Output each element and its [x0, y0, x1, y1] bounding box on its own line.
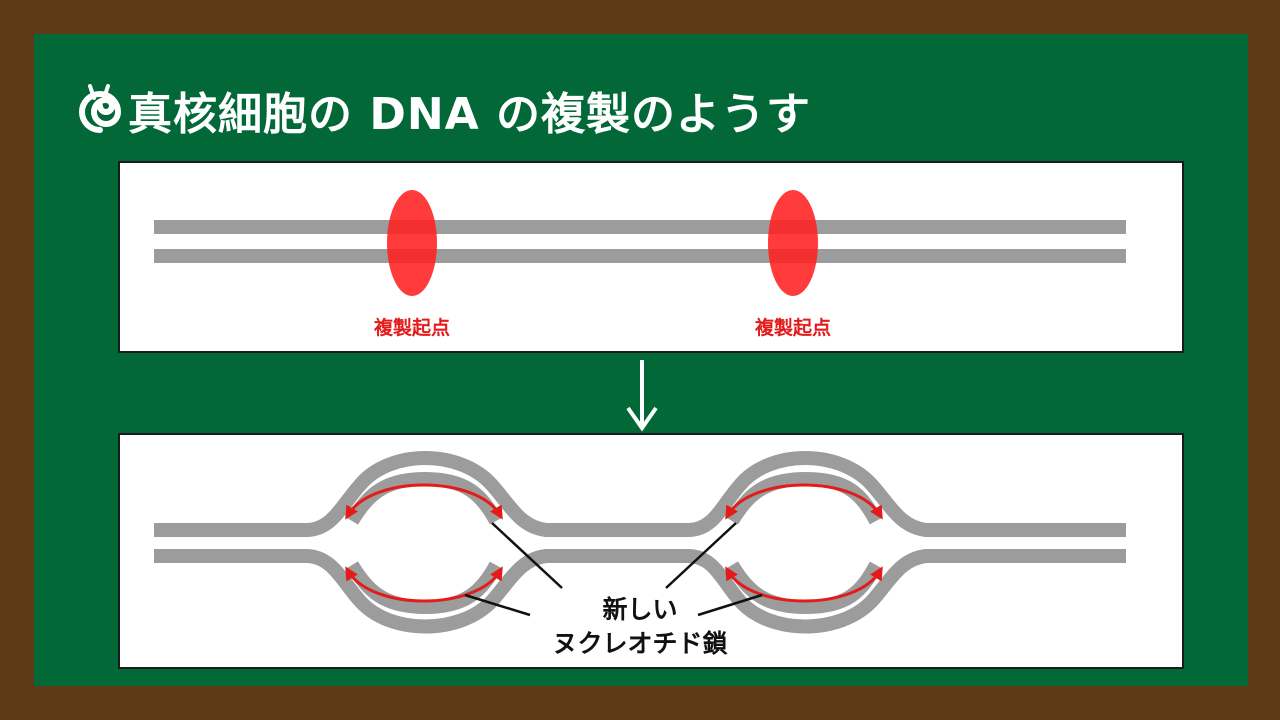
title-row: 真核細胞の DNA の複製のようす	[78, 78, 811, 142]
new-strand-arrow-2a	[725, 483, 883, 520]
origin-label-1: 複製起点	[373, 317, 451, 339]
origin-marker-2	[768, 190, 818, 296]
strand-upper	[154, 220, 1126, 234]
daughter-strand-1b	[346, 561, 503, 614]
origin-marker-1	[387, 190, 437, 296]
snail-icon	[79, 84, 122, 133]
chalkboard: 真核細胞の DNA の複製のようす 複製起点 複製起点	[34, 34, 1248, 686]
page-title: 真核細胞の DNA の複製のようす	[128, 89, 812, 140]
origin-label-2: 複製起点	[754, 317, 832, 339]
parental-strand-lower	[154, 549, 1126, 634]
strand-lower	[154, 249, 1126, 263]
new-strand-arrow-2b	[725, 566, 883, 603]
parental-strand-upper	[154, 451, 1126, 537]
pointer-line-4	[697, 593, 763, 617]
daughter-strand-1a	[346, 472, 503, 525]
new-strand-label: 新しい ヌクレオチド鎖	[540, 593, 740, 661]
pointer-line-2	[464, 593, 531, 617]
new-strand-arrow-1a	[345, 483, 503, 520]
pointer-line-1	[491, 522, 563, 589]
dna-replication-panel: 新しい ヌクレオチド鎖	[118, 433, 1184, 669]
replication-bubbles	[154, 451, 1126, 634]
daughter-strand-2a	[726, 472, 883, 525]
dna-before-panel: 複製起点 複製起点	[118, 161, 1184, 353]
new-strand-label-line2: ヌクレオチド鎖	[552, 629, 728, 658]
dna-double-strand	[154, 190, 1126, 296]
daughter-strand-2b	[726, 561, 883, 614]
down-arrow-icon	[626, 360, 658, 432]
pointer-line-3	[665, 522, 737, 589]
new-strand-arrow-1b	[345, 566, 503, 603]
new-strand-label-line1: 新しい	[602, 595, 678, 624]
